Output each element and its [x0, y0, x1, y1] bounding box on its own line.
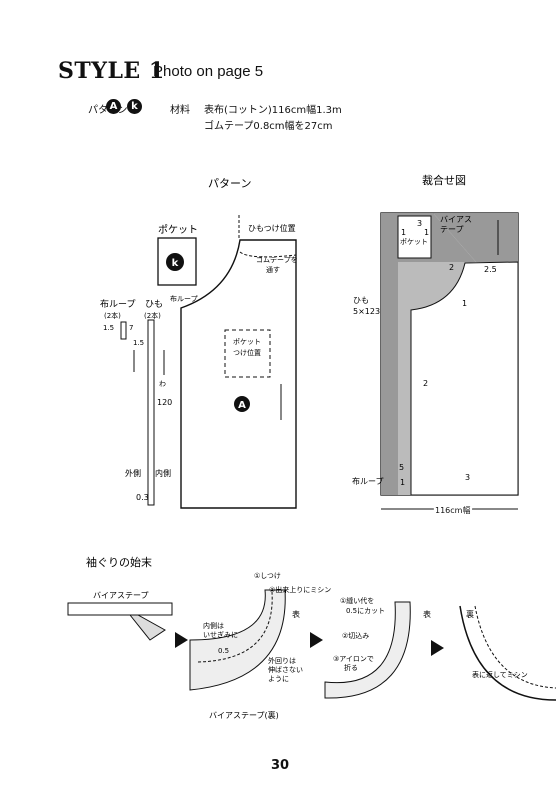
front-label-1: 表 — [292, 609, 300, 619]
strap-length: 120 — [157, 398, 172, 407]
strap-dim-width: 1.5 — [133, 339, 144, 347]
strap-count: (2本) — [144, 311, 161, 320]
strap-label: ひも — [145, 299, 163, 310]
cut-margin-1: 1 — [462, 299, 467, 308]
page-number: 30 — [270, 758, 290, 773]
front-label-2: 表 — [423, 609, 431, 619]
strap-fold: わ — [159, 380, 166, 388]
step-3-1: ①縫い代を — [340, 596, 374, 605]
armhole-title: 袖ぐりの始末 — [86, 555, 152, 569]
step-5-1: ③アイロンで — [333, 655, 374, 663]
inner-1: 内側は — [203, 621, 224, 630]
bias-tape-label: バイアステープ — [93, 591, 149, 600]
step-arrow-2 — [310, 632, 323, 648]
loop-marker: 布ループ — [170, 294, 198, 303]
outer-3: ように — [268, 675, 289, 683]
materials-label: 材料 — [170, 105, 190, 116]
waste-area — [398, 262, 476, 495]
pocket-margin-left: 1 — [401, 228, 406, 237]
pocket-piece-cut — [397, 215, 432, 259]
inner-2: いせぎみに — [203, 630, 238, 639]
strap-piece — [147, 319, 155, 506]
armhole-final-stitch — [474, 605, 557, 689]
step-4: ②切込み — [342, 631, 369, 640]
cutting-section-title: 裁合せ図 — [422, 173, 466, 187]
step-3-2: 0.5にカット — [346, 607, 385, 615]
bias-label-1: バイアス — [440, 215, 472, 224]
pocket-placement — [224, 329, 271, 378]
apron-pattern-a — [180, 239, 297, 509]
material-line-2: ゴムテープ0.8cm幅を27cm — [204, 121, 333, 132]
loop-piece — [120, 321, 127, 340]
armhole-step-1 — [189, 589, 286, 691]
pocket-badge — [166, 253, 184, 271]
armhole-step-2 — [324, 601, 411, 699]
strap-cut-label-1: ひも — [353, 296, 369, 305]
strap-inside: 内側 — [155, 468, 171, 478]
seam-allowance: 0.5 — [218, 647, 229, 655]
bias-area — [433, 213, 518, 262]
outer-2: 伸ばさない — [268, 665, 303, 674]
strap-outside: 外側 — [125, 468, 141, 478]
material-line-1: 表布(コットン)116cm幅1.3m — [204, 105, 342, 116]
pocket-margin-top: 3 — [417, 219, 422, 228]
loop-label: 布ループ — [100, 298, 135, 310]
step-2-label: ②出来上りにミシン — [269, 585, 331, 594]
style-title: STYLE 1 — [58, 58, 165, 84]
main-badge — [234, 396, 250, 412]
bias-tape-strip — [67, 602, 173, 616]
cut-margin-2b: 2 — [423, 379, 428, 388]
pocket-margin-right: 1 — [424, 228, 429, 237]
bias-back-label: バイアステープ(裏) — [209, 710, 279, 720]
cut-margin-25: 2.5 — [484, 265, 497, 274]
pattern-badge-k: k — [127, 99, 142, 114]
loop-count: (2本) — [104, 311, 121, 320]
apron-piece-cut — [410, 261, 519, 496]
pocket-label-cut: ポケット — [400, 238, 428, 246]
step-1-label: ①しつけ — [254, 572, 281, 580]
tie-position: ひもつけ位置 — [248, 223, 296, 233]
pattern-section-title: パターン — [208, 177, 251, 190]
step-arrow-3 — [431, 640, 444, 656]
strap-cut-label-2: 5×123 — [353, 307, 380, 316]
loop-cut-label: 布ループ — [352, 476, 384, 486]
cut-margin-2: 2 — [449, 263, 454, 272]
bias-tape-fold — [128, 614, 166, 641]
pattern-badge-a: A — [106, 99, 121, 114]
step-5-2: 折る — [344, 663, 358, 672]
cut-margin-3: 3 — [465, 473, 470, 482]
final-step: 表に返してミシン — [472, 670, 528, 679]
pocket-badge-text: k — [172, 258, 179, 269]
elastic-label-2: 通す — [266, 265, 280, 274]
loop-dim-length: 7 — [129, 324, 133, 332]
width-label: 116cm幅 — [435, 505, 470, 515]
main-badge-text: A — [238, 400, 246, 411]
pocket-piece — [157, 237, 197, 286]
armhole-stitch-1 — [197, 591, 273, 663]
back-label: 裏 — [466, 609, 474, 619]
step-arrow-1 — [175, 632, 188, 648]
cut-margin-5: 5 — [399, 463, 404, 472]
pocket-pos-1: ポケット — [233, 338, 261, 346]
cut-margin-1b: 1 — [400, 478, 405, 487]
pocket-pos-2: つけ位置 — [233, 348, 261, 357]
strap-area — [381, 213, 398, 495]
armhole-final-edge — [459, 605, 557, 701]
bias-label-2: テープ — [440, 225, 464, 234]
photo-reference: Photo on page 5 — [153, 63, 264, 80]
loop-dim-width: 1.5 — [103, 324, 114, 332]
pocket-label: ポケット — [158, 224, 198, 236]
strap-width: 0.3 — [136, 493, 149, 502]
outer-1: 外回りは — [268, 656, 296, 665]
elastic-casing-line — [239, 251, 297, 258]
elastic-label-1: ゴムテープを — [256, 255, 298, 264]
